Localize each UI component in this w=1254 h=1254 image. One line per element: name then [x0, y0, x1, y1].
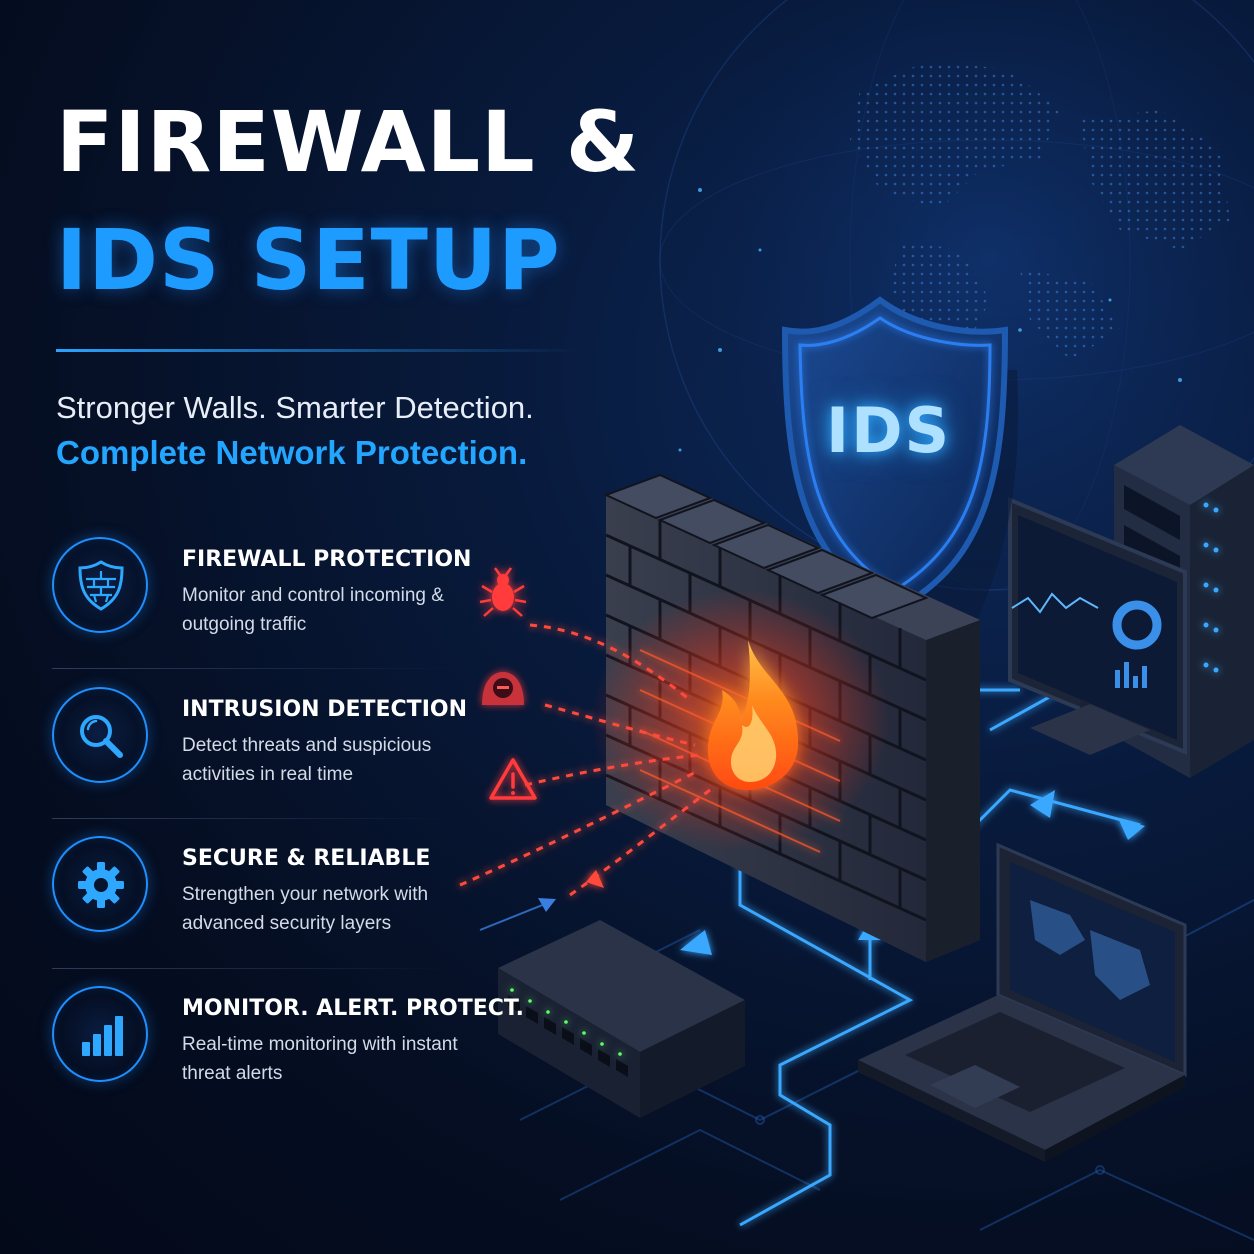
feature-separator	[52, 818, 452, 819]
feature-description: Detect threats and suspicious activities…	[182, 735, 432, 785]
feature-separator	[52, 968, 452, 969]
laptop	[858, 842, 1187, 1162]
title-divider	[56, 349, 576, 352]
feature-intrusion-detection: INTRUSION DETECTION Detect threats and s…	[52, 687, 492, 797]
feature-title: INTRUSION DETECTION	[182, 697, 467, 722]
warning-icon	[489, 758, 537, 800]
title-line-2: IDS SETUP	[56, 211, 561, 309]
magnifier-icon	[80, 715, 123, 758]
feature-icon-circle	[52, 537, 148, 633]
feature-description: Strengthen your network with advanced se…	[182, 884, 429, 934]
feature-separator	[52, 668, 452, 669]
attack-paths	[459, 623, 711, 897]
shield-brick-icon	[78, 560, 124, 611]
feature-description: Monitor and control incoming & outgoing …	[182, 585, 444, 635]
ids-shield-label: IDS	[826, 394, 952, 467]
feature-firewall-protection: FIREWALL PROTECTION Monitor and control …	[52, 537, 492, 647]
network-switch	[498, 920, 745, 1118]
feature-title: FIREWALL PROTECTION	[182, 547, 472, 572]
gear-icon	[78, 862, 124, 908]
title-line-1: FIREWALL &	[56, 93, 641, 191]
feature-secure-reliable: SECURE & RELIABLE Strengthen your networ…	[52, 836, 492, 946]
feature-description: Real-time monitoring with instant threat…	[182, 1034, 458, 1084]
hacker-icon	[482, 672, 524, 705]
bar-chart-icon	[82, 1016, 123, 1056]
bug-icon	[479, 567, 527, 617]
ids-shield	[781, 296, 1019, 630]
feature-icon-circle	[52, 836, 148, 932]
subtitle-line-2: Complete Network Protection.	[56, 434, 528, 471]
flame-icon	[707, 640, 799, 790]
feature-monitor-alert-protect: MONITOR. ALERT. PROTECT. Real-time monit…	[52, 986, 524, 1096]
feature-title: MONITOR. ALERT. PROTECT.	[182, 996, 524, 1021]
feature-title: SECURE & RELIABLE	[182, 846, 431, 871]
feature-icon-circle	[52, 986, 148, 1082]
subtitle-line-1: Stronger Walls. Smarter Detection.	[56, 390, 534, 425]
feature-icon-circle	[52, 687, 148, 783]
monitor	[1008, 497, 1187, 755]
